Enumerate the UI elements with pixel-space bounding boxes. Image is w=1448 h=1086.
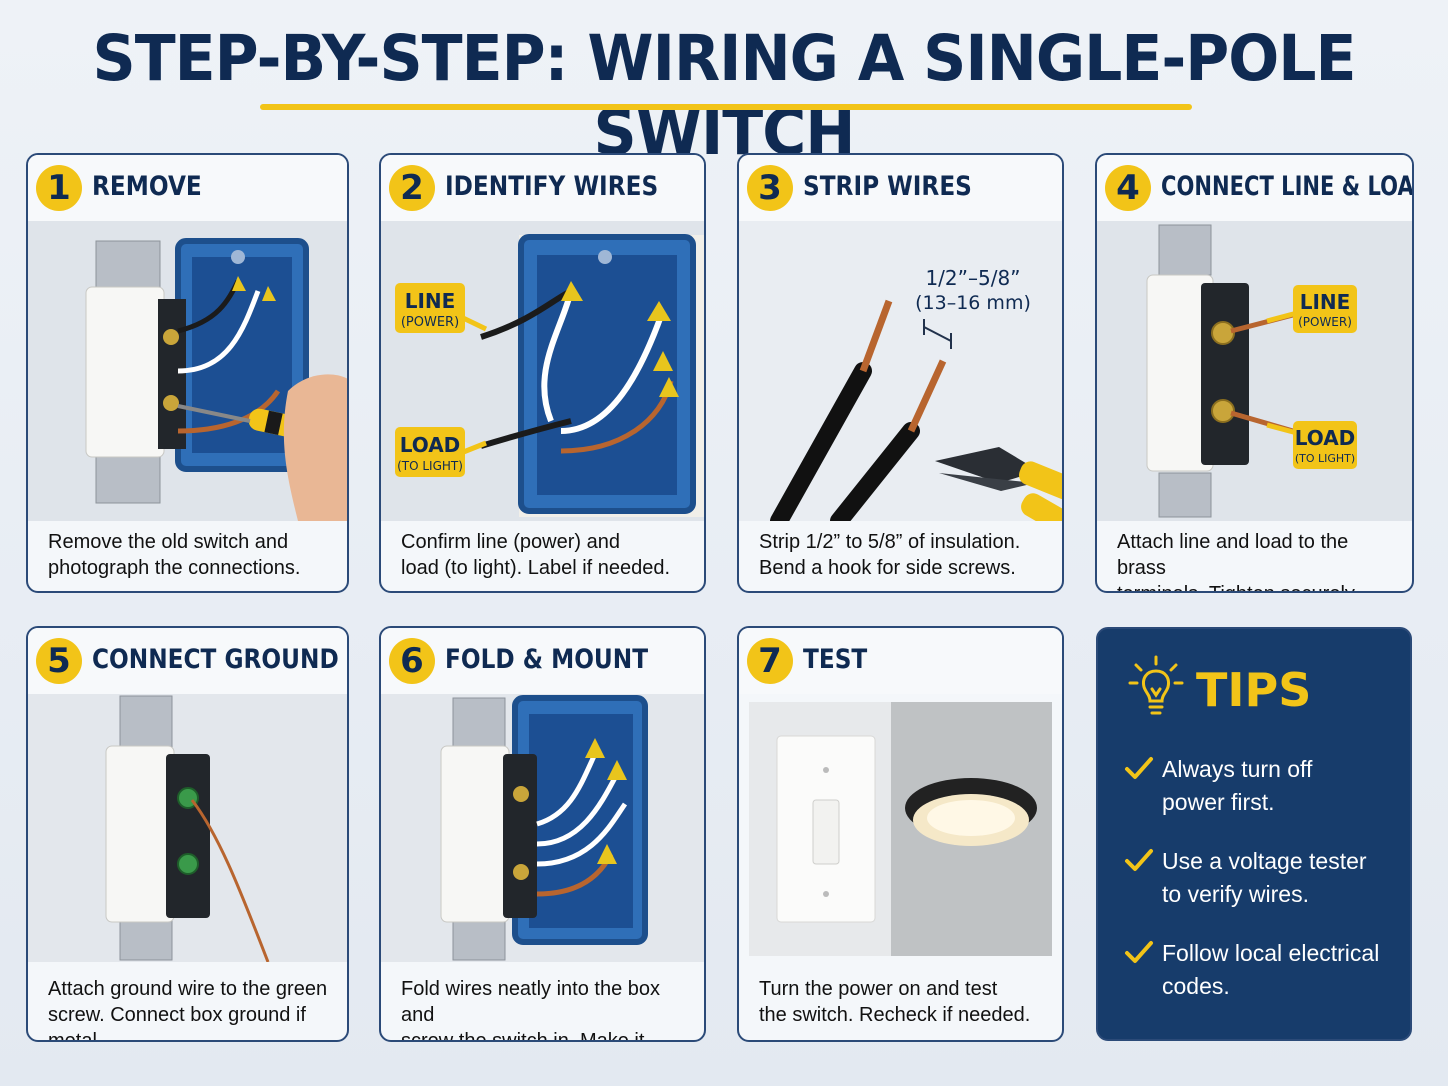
- step-number-badge: 1: [36, 165, 82, 211]
- load-label: LOAD: [1295, 426, 1356, 450]
- step-header: 5 CONNECT GROUND: [28, 628, 347, 694]
- step-2-illustration: LINE (POWER) LOAD (TO LIGHT): [381, 221, 704, 521]
- step-caption: Fold wires neatly into the box and screw…: [401, 978, 661, 1042]
- step-caption: Turn the power on and test the switch. R…: [759, 978, 1031, 1026]
- tips-title: TIPS: [1196, 663, 1312, 717]
- step-header: 2 IDENTIFY WIRES: [381, 155, 704, 221]
- step-title: TEST: [803, 644, 868, 675]
- step-3-illustration: 1/2”–5/8” (13–16 mm): [739, 221, 1062, 521]
- step-card-1: 1 REMOVE Remove the old switch and: [26, 153, 349, 593]
- step-title: CONNECT GROUND: [92, 644, 339, 675]
- step-6-illustration: [381, 694, 704, 962]
- lightbulb-icon: [1128, 655, 1184, 715]
- check-icon: [1125, 849, 1153, 871]
- step-card-2: 2 IDENTIFY WIRES LINE (POWER) LOAD: [379, 153, 706, 593]
- step-header: 7 TEST: [739, 628, 1062, 694]
- step-caption: Attach ground wire to the green screw. C…: [48, 978, 328, 1042]
- step-header: 6 FOLD & MOUNT: [381, 628, 704, 694]
- step-1-illustration: [28, 221, 347, 521]
- page-title: STEP-BY-STEP: WIRING A SINGLE-POLE SWITC…: [92, 22, 1357, 170]
- step-header: 1 REMOVE: [28, 155, 347, 221]
- tip-text: Follow local electrical codes.: [1162, 940, 1380, 999]
- step-number-badge: 6: [389, 638, 435, 684]
- check-icon: [1125, 757, 1153, 779]
- strip-mm-label: (13–16 mm): [915, 292, 1031, 314]
- step-number-badge: 5: [36, 638, 82, 684]
- step-number-badge: 3: [747, 165, 793, 211]
- step-title: IDENTIFY WIRES: [445, 171, 659, 202]
- step-4-illustration: LINE (POWER) LOAD (TO LIGHT): [1097, 221, 1412, 521]
- line-label: LINE: [405, 289, 456, 313]
- step-header: 4 CONNECT LINE & LOAD: [1097, 155, 1412, 221]
- step-title: CONNECT LINE & LOAD: [1161, 171, 1414, 202]
- tip-text: Always turn off power first.: [1162, 756, 1313, 815]
- line-label: LINE: [1300, 290, 1351, 314]
- step-title: REMOVE: [92, 171, 202, 202]
- step-card-4: 4 CONNECT LINE & LOAD LINE (POWER) LOAD …: [1095, 153, 1414, 593]
- tips-panel: TIPS Always turn off power first. Use a …: [1096, 627, 1412, 1041]
- step-card-5: 5 CONNECT GROUND Attach ground wire to t…: [26, 626, 349, 1042]
- step-card-7: 7 TEST Turn the power on and test the sw…: [737, 626, 1064, 1042]
- step-caption: Strip 1/2” to 5/8” of insulation. Bend a…: [759, 531, 1021, 579]
- step-header: 3 STRIP WIRES: [739, 155, 1062, 221]
- step-title: FOLD & MOUNT: [445, 644, 649, 675]
- step-7-illustration: [749, 702, 1052, 956]
- check-icon: [1125, 941, 1153, 963]
- step-caption: Remove the old switch and photograph the…: [48, 531, 301, 579]
- step-5-illustration: [28, 694, 347, 962]
- step-number-badge: 4: [1105, 165, 1151, 211]
- power-label: (POWER): [1298, 315, 1352, 329]
- step-title: STRIP WIRES: [803, 171, 972, 202]
- step-caption: Attach line and load to the brass termin…: [1117, 531, 1359, 591]
- load-label: LOAD: [400, 433, 461, 457]
- step-card-3: 3 STRIP WIRES 1/2”–5/8” (13–16 mm) Strip…: [737, 153, 1064, 593]
- title-underline: [260, 104, 1192, 110]
- step-caption: Confirm line (power) and load (to light)…: [401, 531, 671, 579]
- step-number-badge: 2: [389, 165, 435, 211]
- strip-length-label: 1/2”–5/8”: [925, 266, 1020, 290]
- tip-text: Use a voltage tester to verify wires.: [1162, 848, 1367, 907]
- to-light-label: (TO LIGHT): [397, 459, 463, 473]
- power-label: (POWER): [401, 315, 459, 330]
- step-number-badge: 7: [747, 638, 793, 684]
- step-card-6: 6 FOLD & MOUNT Fold wires neatly into th…: [379, 626, 706, 1042]
- to-light-label: (TO LIGHT): [1295, 452, 1355, 465]
